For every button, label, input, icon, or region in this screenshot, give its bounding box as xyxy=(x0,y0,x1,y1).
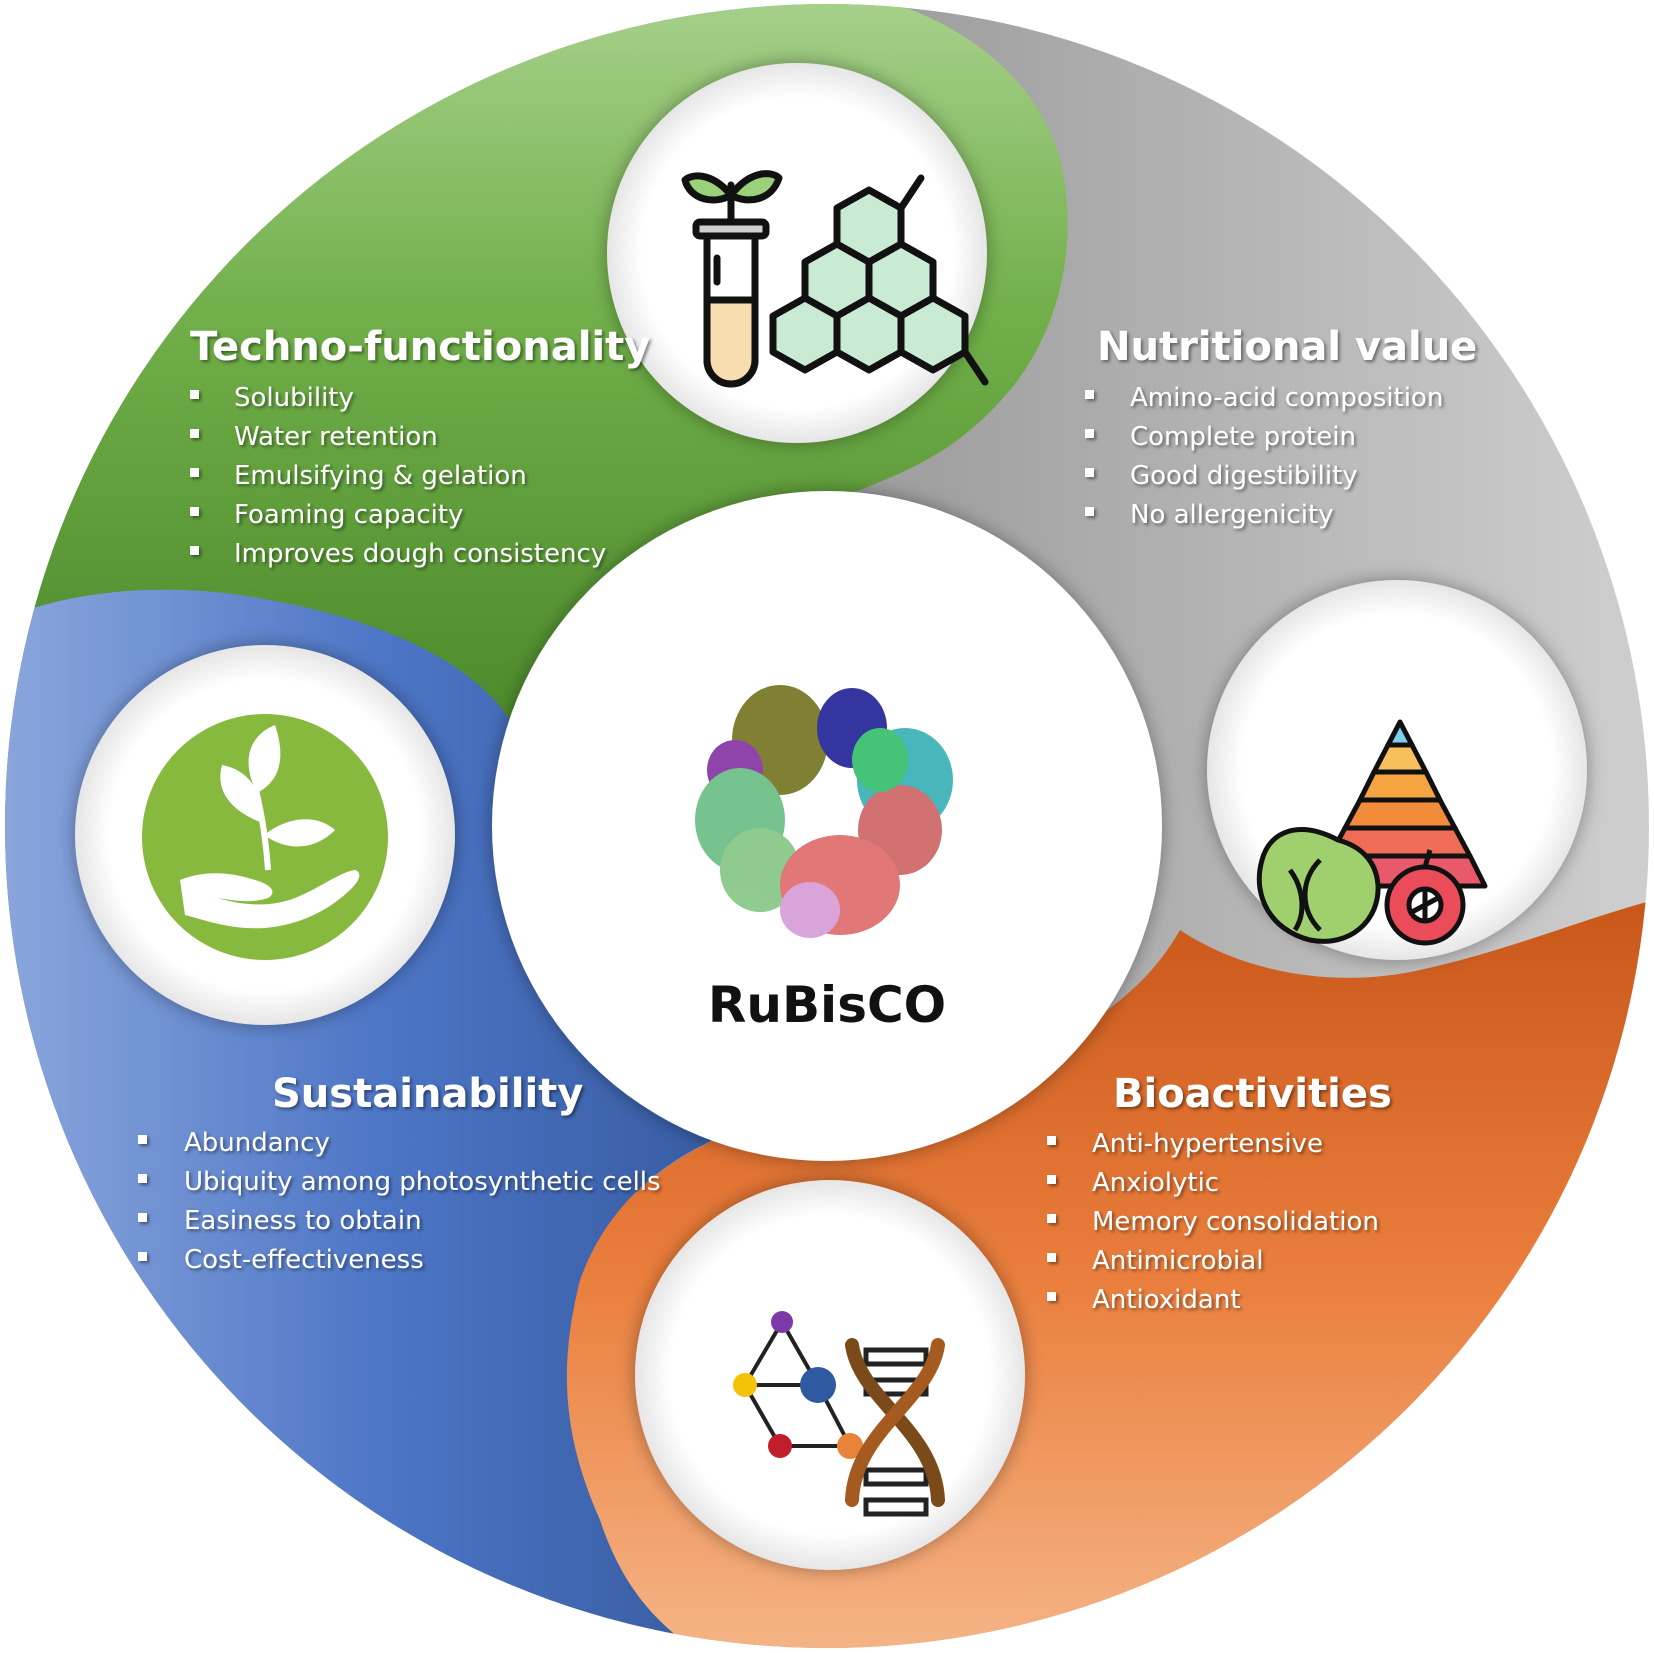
sustain-title: Sustainability xyxy=(272,1071,583,1117)
nutrition-item: No allergenicity xyxy=(1130,500,1334,530)
bio-bullet xyxy=(1047,1214,1056,1223)
dna-molecule-icon xyxy=(733,1311,945,1517)
bio-item: Anti-hypertensive xyxy=(1092,1129,1323,1159)
section-sustain: Sustainability Abundancy Ubiquity among … xyxy=(138,1071,661,1275)
sustain-item: Abundancy xyxy=(184,1128,330,1158)
nutrition-bullet xyxy=(1085,507,1094,516)
bio-item: Antimicrobial xyxy=(1092,1246,1263,1276)
sustain-bullet xyxy=(138,1135,147,1144)
sustain-item: Cost-effectiveness xyxy=(184,1245,424,1275)
sustain-item: Ubiquity among photosynthetic cells xyxy=(184,1167,661,1197)
section-techno: Techno-functionality Solubility Water re… xyxy=(190,324,650,569)
nutrition-bullet xyxy=(1085,468,1094,477)
sustain-bullet xyxy=(138,1174,147,1183)
bio-bullet xyxy=(1047,1175,1056,1184)
techno-bullet xyxy=(190,390,199,399)
nutrition-title: Nutritional value xyxy=(1097,324,1477,370)
bio-bullet xyxy=(1047,1253,1056,1262)
nutrition-bullet xyxy=(1085,390,1094,399)
sustain-list: Abundancy Ubiquity among photosynthetic … xyxy=(138,1128,661,1275)
bio-bullet xyxy=(1047,1292,1056,1301)
sustain-item: Easiness to obtain xyxy=(184,1206,422,1236)
rubisco-protein-structure xyxy=(695,685,953,938)
nutrition-list: Amino-acid composition Complete protein … xyxy=(1085,383,1443,530)
nutrition-item: Amino-acid composition xyxy=(1130,383,1443,413)
bio-item: Antioxidant xyxy=(1092,1285,1241,1315)
techno-item: Solubility xyxy=(234,383,354,413)
techno-item: Water retention xyxy=(234,422,438,452)
bio-list: Anti-hypertensive Anxiolytic Memory cons… xyxy=(1047,1129,1379,1315)
nutrition-item: Good digestibility xyxy=(1130,461,1358,491)
techno-title: Techno-functionality xyxy=(190,324,650,370)
techno-bullet xyxy=(190,546,199,555)
section-nutrition: Nutritional value Amino-acid composition… xyxy=(1085,324,1477,530)
bio-item: Memory consolidation xyxy=(1092,1207,1379,1237)
techno-item: Emulsifying & gelation xyxy=(234,461,527,491)
bio-title: Bioactivities xyxy=(1113,1071,1392,1117)
techno-item: Foaming capacity xyxy=(234,500,463,530)
food-pyramid-icon xyxy=(1256,719,1488,946)
hand-plant-icon xyxy=(142,714,388,960)
sustain-bullet xyxy=(138,1252,147,1261)
test-tube-plant-molecule-icon xyxy=(681,170,989,388)
techno-item: Improves dough consistency xyxy=(234,539,606,569)
techno-bullet xyxy=(190,507,199,516)
bio-bullet xyxy=(1047,1136,1056,1145)
center-label: RuBisCO xyxy=(708,976,946,1034)
section-bio: Bioactivities Anti-hypertensive Anxiolyt… xyxy=(1047,1071,1392,1315)
nutrition-item: Complete protein xyxy=(1130,422,1356,452)
icon-circle-techno xyxy=(607,63,987,443)
techno-bullet xyxy=(190,468,199,477)
bio-item: Anxiolytic xyxy=(1092,1168,1219,1198)
nutrition-bullet xyxy=(1085,429,1094,438)
techno-bullet xyxy=(190,429,199,438)
sustain-bullet xyxy=(138,1213,147,1222)
techno-list: Solubility Water retention Emulsifying &… xyxy=(190,383,606,569)
